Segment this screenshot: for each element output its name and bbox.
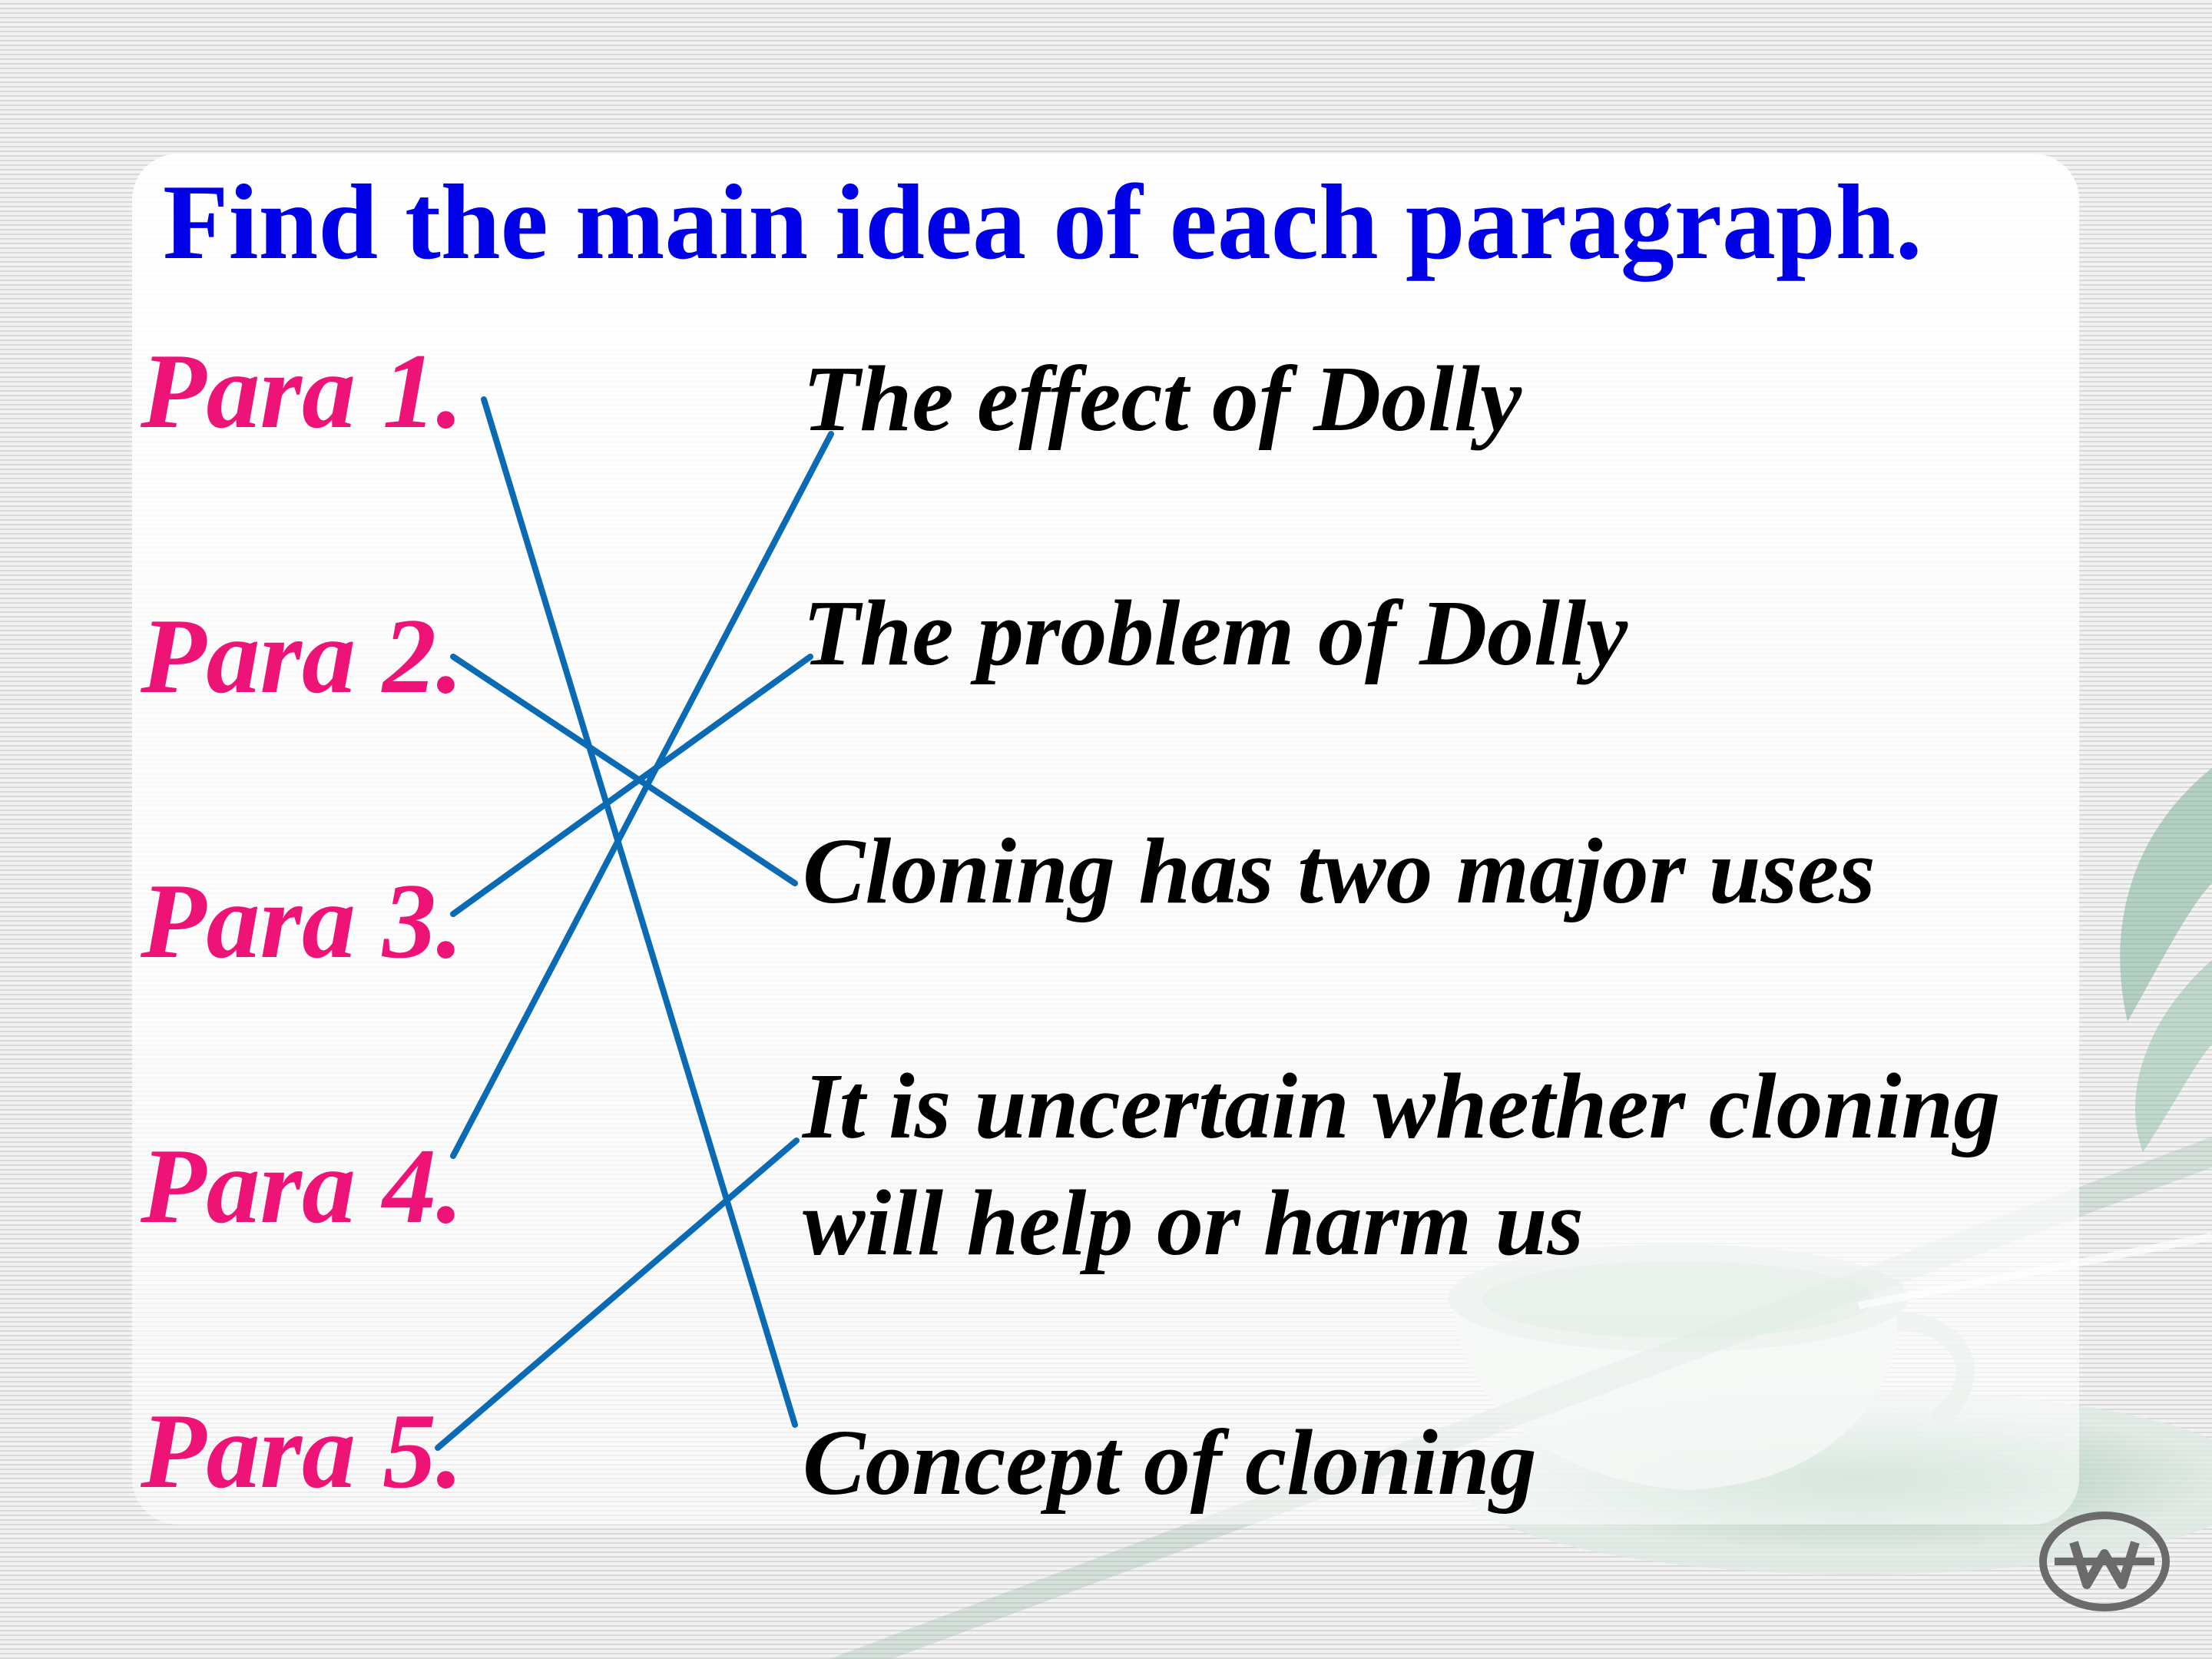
match-line-para1 <box>481 396 798 1428</box>
idea-concept-of-cloning: Concept of cloning <box>803 1411 1537 1515</box>
para-label-5: Para 5. <box>141 1392 463 1511</box>
para-label-3: Para 3. <box>141 862 463 981</box>
para-label-1: Para 1. <box>141 332 463 451</box>
idea-problem-of-dolly: The problem of Dolly <box>803 581 1628 685</box>
publisher-logo-icon <box>2039 1512 2170 1611</box>
match-line-para2 <box>450 654 798 886</box>
match-line-para5 <box>435 1137 800 1451</box>
content-panel <box>132 154 2079 1525</box>
idea-effect-of-dolly: The effect of Dolly <box>803 347 1522 451</box>
idea-uncertain-line-1: It is uncertain whether cloning <box>803 1055 2001 1158</box>
para-label-2: Para 2. <box>141 597 463 716</box>
idea-two-major-uses: Cloning has two major uses <box>803 820 1876 923</box>
match-line-para3 <box>450 654 813 917</box>
idea-uncertain-line-2: will help or harm us <box>803 1171 1584 1275</box>
para-label-4: Para 4. <box>141 1127 463 1246</box>
slide-title: Find the main idea of each paragraph. <box>163 163 1922 282</box>
match-line-para4 <box>450 431 834 1159</box>
